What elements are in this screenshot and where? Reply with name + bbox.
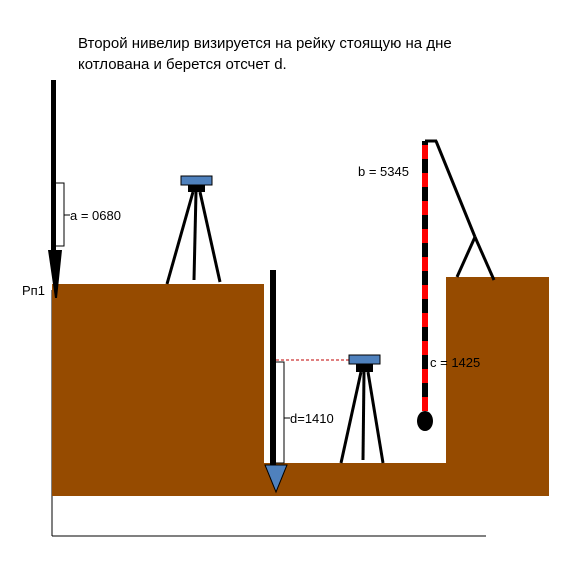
rod-stripe-9 bbox=[422, 397, 428, 411]
rod-stripe-1 bbox=[422, 173, 428, 187]
pit-rod bbox=[270, 270, 276, 465]
ground-pit-bottom bbox=[264, 463, 446, 496]
rod-stripe-3 bbox=[422, 229, 428, 243]
ground-right-bank bbox=[446, 277, 549, 496]
rod-stripe-5 bbox=[422, 285, 428, 299]
hanging-rod-stripes bbox=[422, 145, 428, 411]
level-2-leg-center bbox=[361, 371, 366, 461]
level-2-leg-right bbox=[366, 371, 385, 464]
plumb-weight bbox=[417, 411, 433, 431]
ground-left-bank bbox=[52, 284, 264, 496]
rod-stripe-2 bbox=[422, 201, 428, 215]
tripod-support-leg-right bbox=[473, 236, 496, 281]
caption-line-1: Второй нивелир визируется на рейку стоящ… bbox=[78, 35, 452, 52]
tripod-support-beam bbox=[434, 140, 477, 238]
level-1-telescope bbox=[180, 175, 213, 186]
level-2-head bbox=[356, 364, 373, 372]
bracket-a bbox=[56, 182, 65, 247]
rod-stripe-4 bbox=[422, 257, 428, 271]
tripod-support-leg-left bbox=[455, 236, 477, 278]
level-2-leg-left bbox=[339, 371, 363, 464]
level-2-telescope bbox=[348, 354, 381, 365]
benchmark-rod bbox=[51, 80, 56, 255]
label-b: b = 5345 bbox=[358, 164, 409, 179]
hanging-rod bbox=[417, 139, 496, 431]
rod-stripe-7 bbox=[422, 341, 428, 355]
pit-rod-tip bbox=[264, 464, 288, 494]
level-instrument-1 bbox=[165, 175, 222, 285]
rod-stripe-8 bbox=[422, 369, 428, 383]
level-1-head bbox=[188, 185, 205, 192]
caption-line-2: котлована и берется отсчет d. bbox=[78, 56, 287, 73]
rod-stripe-6 bbox=[422, 313, 428, 327]
label-benchmark: Рп1 bbox=[22, 283, 45, 298]
level-1-leg-right bbox=[198, 191, 222, 283]
level-instrument-2 bbox=[339, 354, 385, 464]
label-a: a = 0680 bbox=[70, 208, 121, 223]
level-1-leg-center bbox=[192, 191, 198, 281]
label-d: d=1410 bbox=[290, 411, 334, 426]
hanging-rod-body bbox=[422, 141, 428, 411]
benchmark-rod-tip bbox=[48, 250, 62, 298]
rod-stripe-0 bbox=[422, 145, 428, 159]
level-1-leg-left bbox=[165, 191, 195, 285]
label-c: c = 1425 bbox=[430, 355, 480, 370]
bracket-d bbox=[276, 361, 285, 464]
caption: Второй нивелир визируется на рейку стоящ… bbox=[78, 33, 538, 75]
